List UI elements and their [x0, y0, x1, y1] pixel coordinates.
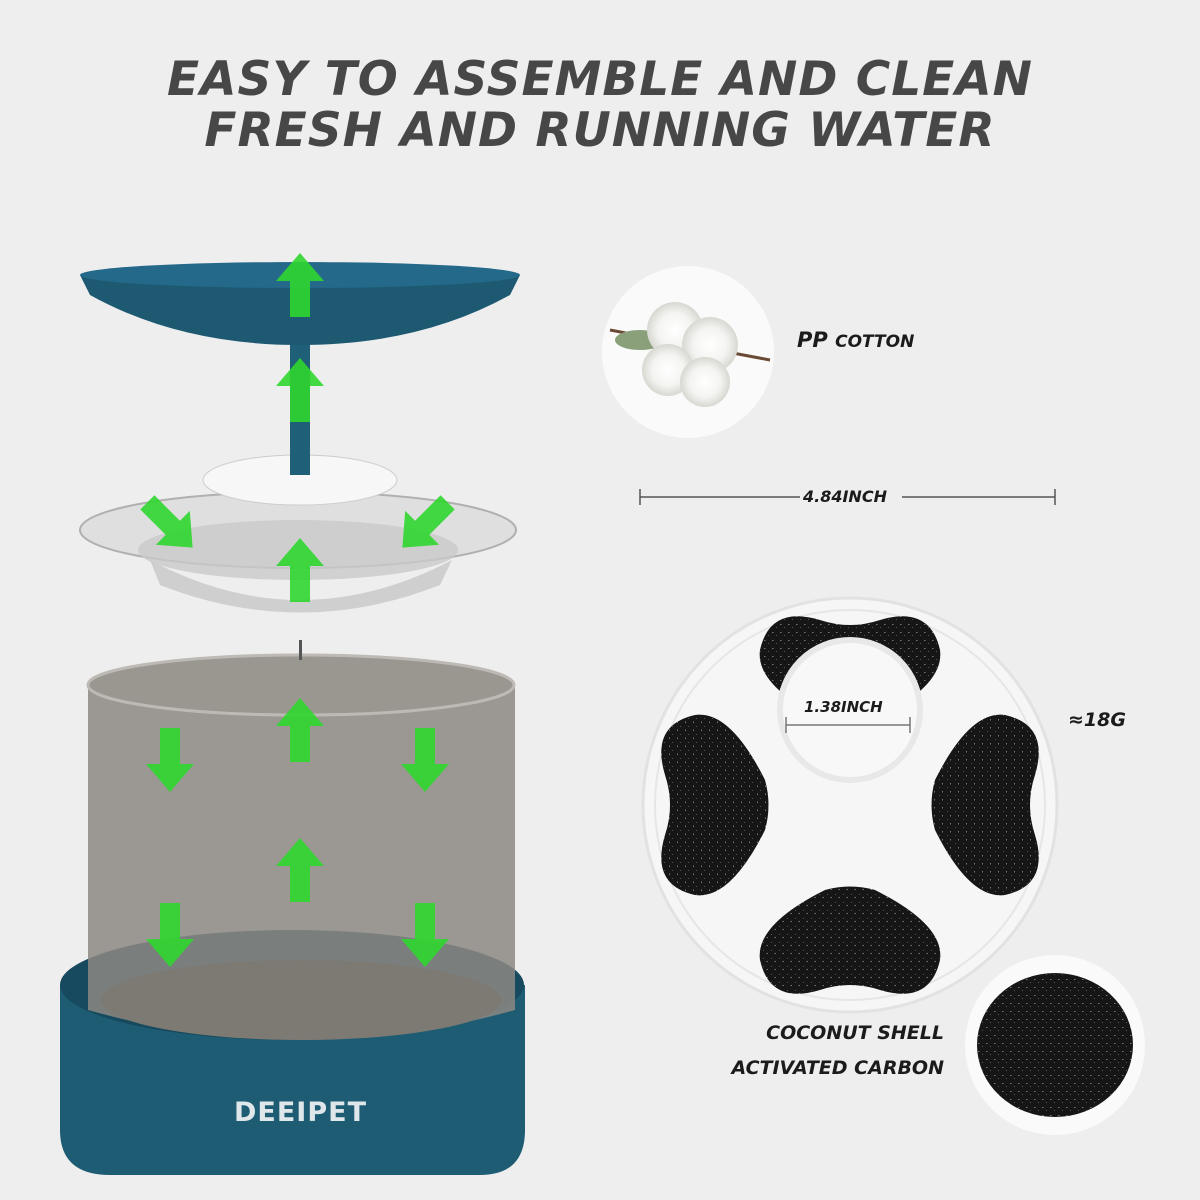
carbon-label-line-1: COCONUT SHELL — [766, 1022, 944, 1044]
pp-cotton-label-bold: PP — [797, 328, 828, 352]
flow-arrow-icon — [401, 903, 449, 967]
flow-arrow-icon — [276, 698, 324, 762]
activated-carbon-image — [965, 955, 1145, 1135]
flow-arrow-icon — [146, 728, 194, 792]
flow-arrow-icon — [140, 495, 193, 548]
flow-arrow-icon — [146, 903, 194, 967]
flow-arrow-icon — [276, 838, 324, 902]
carbon-petal — [661, 714, 769, 896]
clear-tray — [79, 491, 517, 613]
flow-arrow-icon — [276, 538, 324, 602]
carbon-filter — [641, 596, 1059, 1014]
brand-logo: DEEIPET — [234, 1097, 367, 1128]
carbon-petal — [759, 886, 941, 994]
pp-cotton-label-rest: COTTON — [835, 332, 915, 352]
carbon-label-line-2: ACTIVATED CARBON — [731, 1057, 944, 1079]
carbon-petal — [931, 714, 1039, 896]
flow-arrow-icon — [401, 728, 449, 792]
outer-diameter-label: 4.84INCH — [803, 487, 887, 506]
flow-arrow-icon — [276, 253, 324, 317]
flow-arrow-icon — [276, 358, 324, 422]
flow-arrows — [140, 253, 455, 967]
pp-cotton-label: PP COTTON — [797, 328, 914, 352]
inner-dimension-line — [785, 717, 911, 733]
outer-dimension-line — [639, 489, 1056, 505]
weight-label: ≈18G — [1068, 709, 1126, 731]
flow-arrow-icon — [402, 495, 455, 548]
pp-cotton-image — [602, 266, 774, 438]
headline-line-2: FRESH AND RUNNING WATER — [204, 103, 996, 158]
headline-line-1: EASY TO ASSEMBLE AND CLEAN — [167, 52, 1033, 107]
inner-diameter-label: 1.38INCH — [804, 698, 883, 716]
